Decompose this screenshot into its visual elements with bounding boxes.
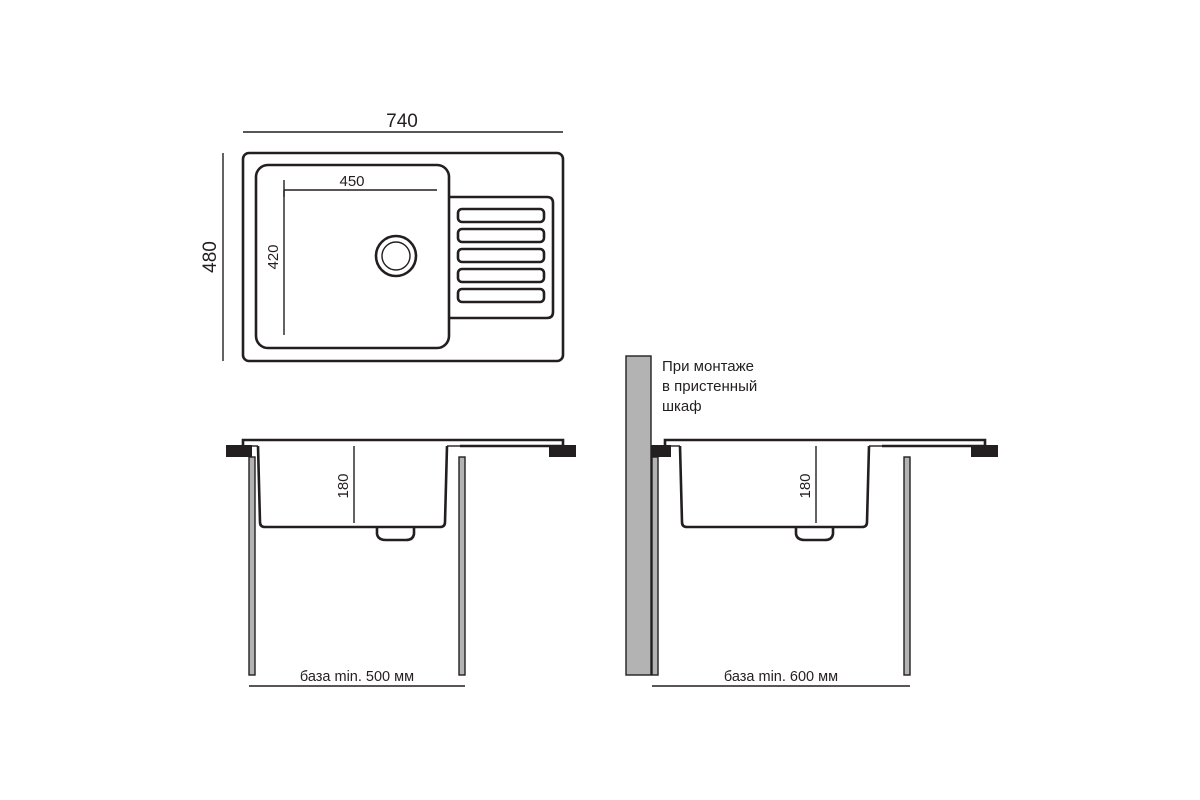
drain-outer-icon	[374, 234, 418, 278]
countertop-right	[549, 445, 576, 457]
bowl-width-label: 450	[339, 173, 364, 190]
drain-body-icon	[794, 528, 835, 542]
base-min-label: база min. 500 мм	[300, 669, 414, 685]
wall-note-line-1: При монтаже	[662, 358, 754, 375]
sink-rim	[663, 438, 987, 448]
overall-depth-label: 480	[200, 241, 221, 273]
bowl-height-label: 180	[797, 473, 814, 498]
cabinet-panel-right	[458, 456, 466, 676]
bowl-outline	[254, 163, 451, 350]
cabinet-panel-left	[248, 456, 256, 676]
cabinet-panel-right	[903, 456, 911, 676]
overall-width-label: 740	[386, 111, 418, 132]
drainer-groove	[456, 207, 546, 224]
bowl-profile	[256, 445, 449, 529]
drain-body-icon	[375, 528, 416, 542]
wall-panel	[625, 355, 652, 676]
drainer-groove	[456, 287, 546, 304]
countertop-left	[226, 445, 252, 457]
drainer-groove	[456, 247, 546, 264]
drainer-groove	[456, 227, 546, 244]
bowl-profile	[678, 445, 871, 529]
sink-rim	[241, 438, 565, 448]
cabinet-panel-left	[651, 456, 659, 676]
wall-note-line-3: шкаф	[662, 398, 702, 415]
countertop-left	[651, 445, 671, 457]
base-min-label: база min. 600 мм	[724, 669, 838, 685]
drain-inner-icon	[381, 241, 411, 271]
top-view: 740 480 450 420	[200, 111, 565, 363]
front-view-standard: 180 база min. 500 мм	[226, 438, 576, 687]
wall-note-line-2: в пристенный	[662, 378, 757, 395]
sink-outer-outline	[241, 151, 565, 363]
drainer-outline	[449, 195, 555, 320]
countertop-right	[971, 445, 998, 457]
bowl-height-label: 180	[335, 473, 352, 498]
front-view-wall: При монтаже в пристенный шкаф 180 база m…	[625, 355, 998, 687]
bowl-depth-label: 420	[265, 244, 282, 269]
drainer-groove	[456, 267, 546, 284]
